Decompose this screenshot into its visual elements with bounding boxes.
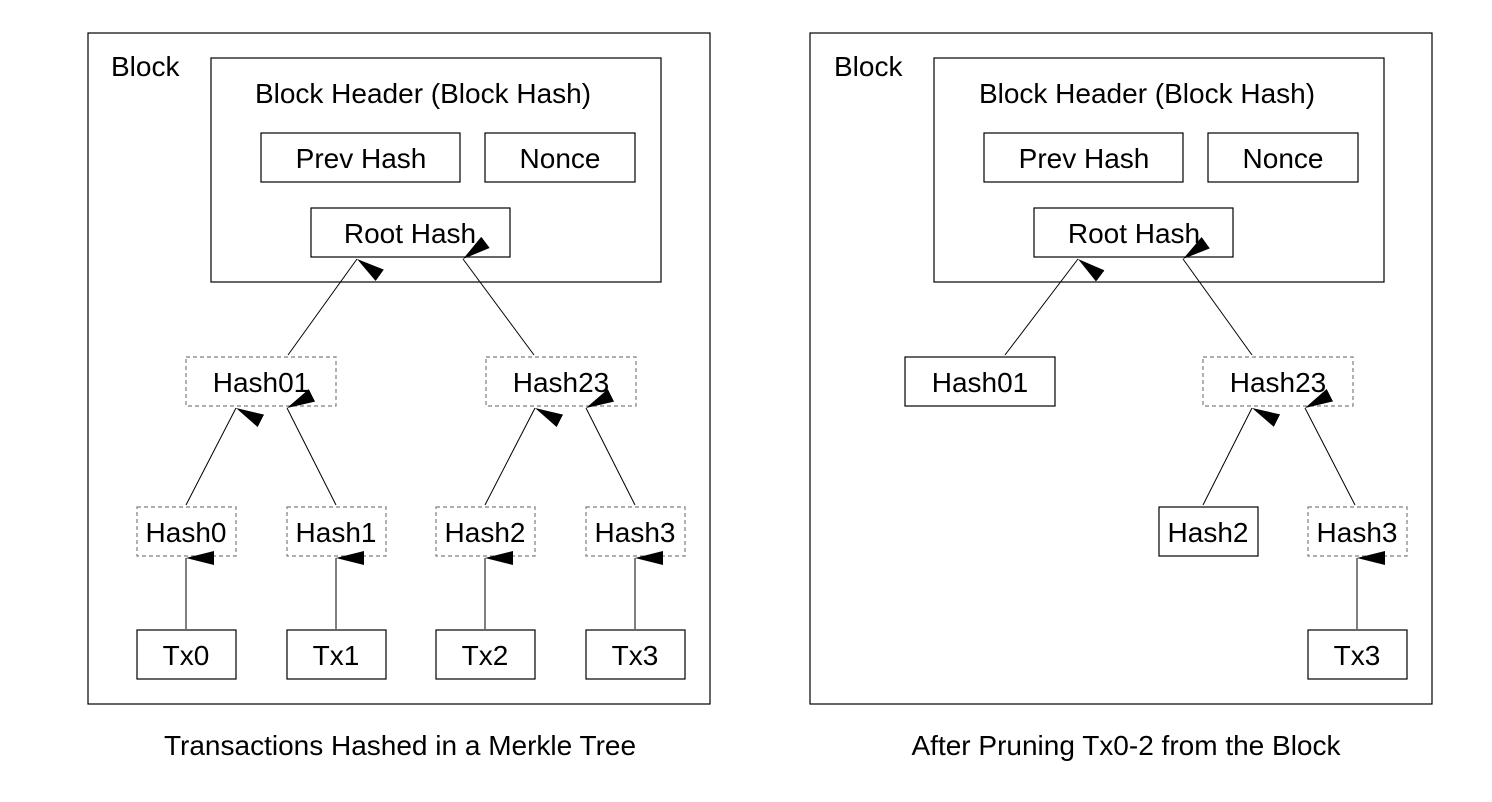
right-tx3-label: Tx3 — [1334, 640, 1381, 671]
right-prev-hash-box — [983, 132, 1184, 183]
right-hash2-box — [1158, 506, 1259, 557]
arrow-hash2-to-hash23 — [484, 407, 564, 506]
left-nonce-box — [484, 132, 636, 183]
right-hash3-label: Hash3 — [1317, 517, 1398, 548]
right-nonce-label: Nonce — [1243, 143, 1324, 174]
right-block-header-label: Block Header (Block Hash) — [979, 78, 1315, 109]
left-nonce-label: Nonce — [520, 143, 601, 174]
arrow-hash1-to-hash01 — [286, 389, 337, 506]
right-tx3-box — [1307, 629, 1408, 680]
left-hash2-label: Hash2 — [445, 517, 526, 548]
left-block-header-box — [210, 57, 662, 283]
left-block-header-label: Block Header (Block Hash) — [255, 78, 591, 109]
left-hash0-label: Hash0 — [146, 517, 227, 548]
right-panel: Block Block Header (Block Hash) Prev Has… — [809, 32, 1433, 705]
arrow-hash01-to-root — [287, 258, 384, 356]
left-hash23-label: Hash23 — [513, 367, 610, 398]
arrow-hash3-to-hash23 — [585, 389, 636, 506]
arrow-hash01-to-root — [1004, 258, 1105, 356]
left-hash1-label: Hash1 — [296, 517, 377, 548]
arrow-hash2-to-hash23 — [1202, 407, 1281, 506]
right-hash2-label: Hash2 — [1168, 517, 1249, 548]
left-hash01-label: Hash01 — [213, 367, 310, 398]
left-tx2-box — [435, 629, 536, 680]
left-tx3-box — [585, 629, 686, 680]
left-panel: Block Block Header (Block Hash) Prev Has… — [87, 32, 711, 705]
right-block-header-box — [933, 57, 1385, 283]
left-tx1-box — [286, 629, 387, 680]
right-block-label: Block — [834, 51, 903, 82]
left-block-box — [87, 32, 711, 705]
left-tx2-label: Tx2 — [462, 640, 509, 671]
right-block-box — [809, 32, 1433, 705]
left-tx0-label: Tx0 — [163, 640, 210, 671]
arrow-hash23-to-root — [462, 236, 535, 356]
left-root-hash-box — [310, 207, 511, 258]
left-caption: Transactions Hashed in a Merkle Tree — [163, 730, 637, 761]
left-root-hash-label: Root Hash — [344, 218, 476, 249]
left-hash01-box — [185, 356, 337, 407]
right-caption: After Pruning Tx0-2 from the Block — [911, 730, 1341, 761]
arrow-hash23-to-root — [1182, 236, 1253, 356]
right-arrows — [1004, 236, 1385, 629]
right-hash23-box — [1202, 356, 1354, 407]
arrow-hash0-to-hash01 — [185, 407, 265, 506]
arrow-hash3-to-hash23 — [1304, 388, 1356, 506]
left-prev-hash-box — [260, 132, 461, 183]
left-tx3-label: Tx3 — [612, 640, 659, 671]
right-root-hash-box — [1033, 207, 1234, 258]
left-hash3-label: Hash3 — [595, 517, 676, 548]
right-hash01-box — [904, 356, 1056, 407]
right-hash01-label: Hash01 — [932, 367, 1029, 398]
left-prev-hash-label: Prev Hash — [296, 143, 427, 174]
right-prev-hash-label: Prev Hash — [1019, 143, 1150, 174]
right-hash23-label: Hash23 — [1230, 367, 1327, 398]
left-tx0-box — [136, 629, 237, 680]
left-hash23-box — [485, 356, 637, 407]
right-root-hash-label: Root Hash — [1068, 218, 1200, 249]
left-tx1-label: Tx1 — [313, 640, 360, 671]
left-block-label: Block — [111, 51, 180, 82]
right-nonce-box — [1207, 132, 1359, 183]
left-arrows — [185, 236, 663, 629]
